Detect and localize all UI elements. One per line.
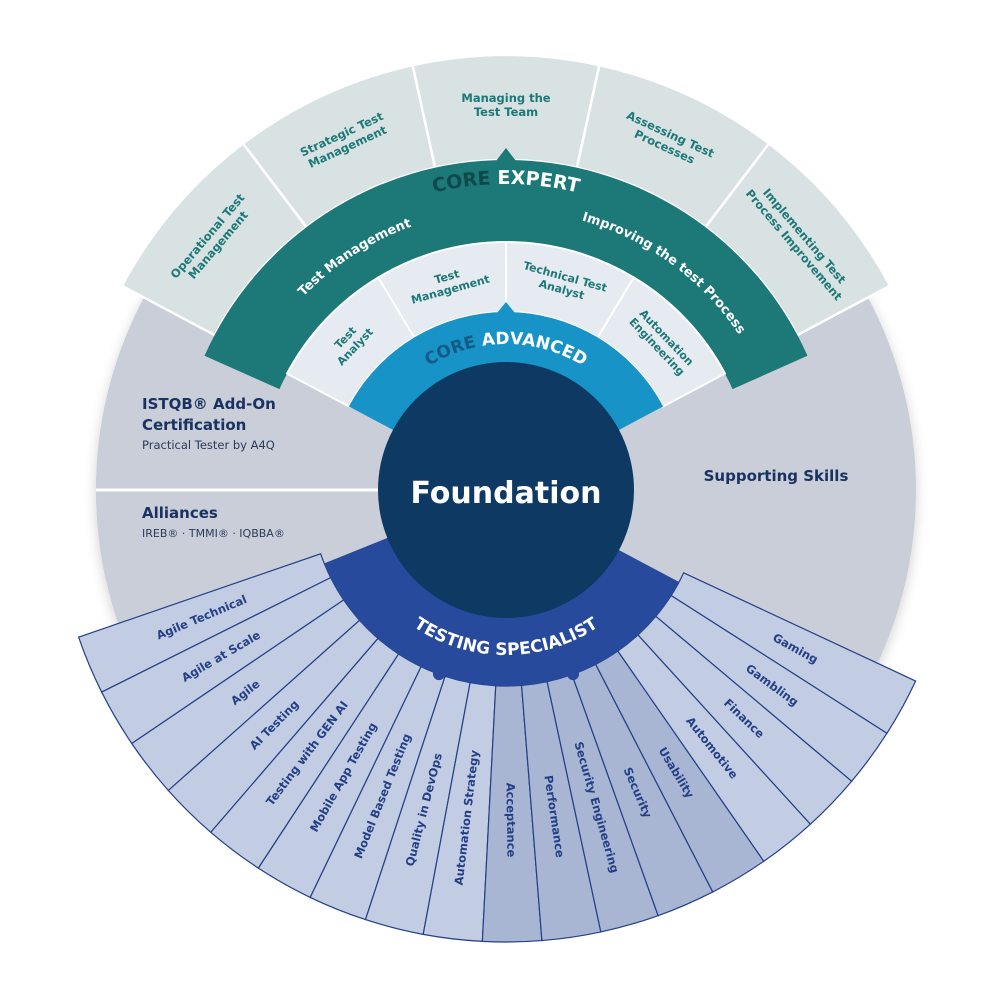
core-expert-band[interactable] [204, 160, 808, 390]
expert-outer-module-managing-the-test-team-label-line: Test Team [474, 104, 538, 118]
addon-subtitle: Practical Tester by A4Q [142, 438, 275, 452]
addon-title-line2: Certification [142, 416, 246, 434]
specialist-module-gaming[interactable] [670, 572, 917, 735]
supporting-skills-label: Supporting Skills [704, 467, 849, 485]
foundation-circle[interactable] [378, 362, 634, 618]
addon-title-line1: ISTQB® Add-On [142, 395, 276, 413]
testing-specialist-notch-1 [567, 668, 580, 681]
foundation-label: Foundation [411, 476, 602, 511]
expert-outer-module-managing-the-test-team-label-line: Managing the [461, 91, 550, 105]
alliances-subtitle: IREB® · TMMI® · IQBBA® [142, 527, 285, 540]
specialist-module-acceptance-label: Acceptance [503, 783, 518, 858]
core-advanced-band[interactable] [348, 311, 664, 433]
core-expert-notch [496, 148, 516, 161]
core-advanced-notch [497, 302, 515, 313]
addon-panel [96, 291, 506, 677]
alliances-title: Alliances [142, 504, 218, 522]
testing-specialist-notch-2 [432, 668, 445, 681]
